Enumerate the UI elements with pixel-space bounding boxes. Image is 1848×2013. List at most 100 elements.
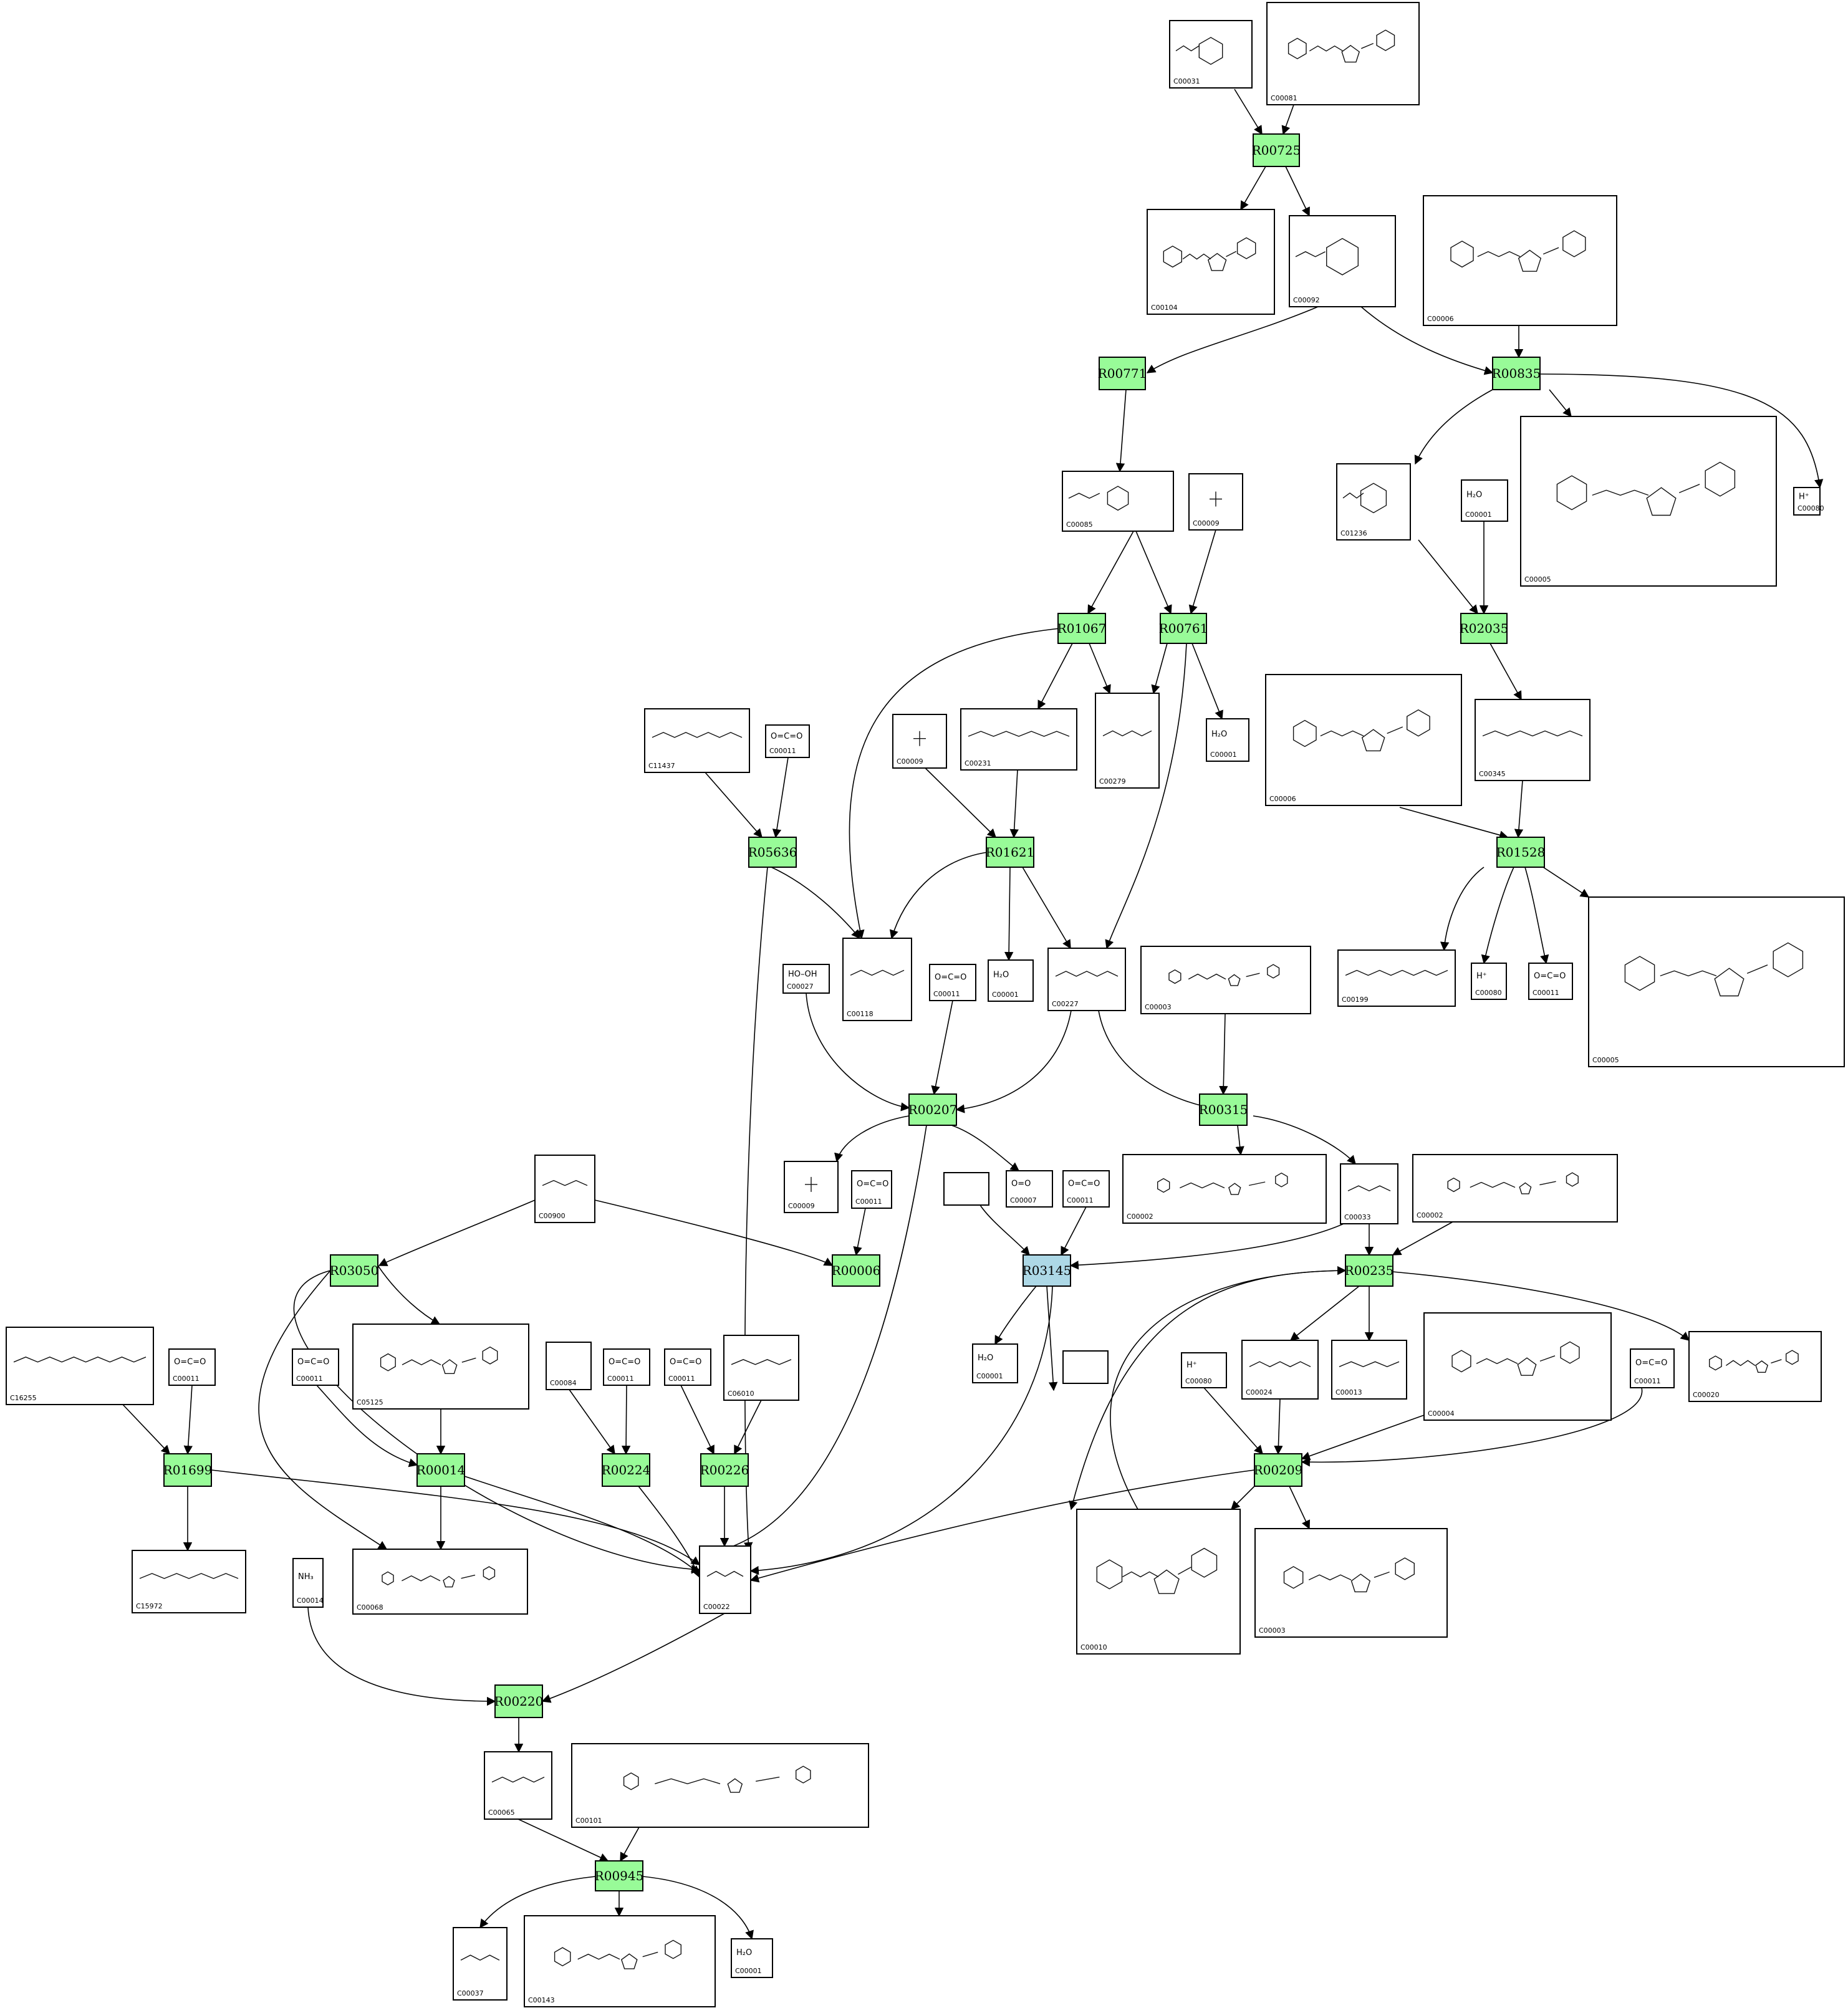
compound-node[interactable]: H⁺C00080 [1181, 1352, 1227, 1388]
compound-node[interactable]: C00227 [1047, 948, 1126, 1011]
reaction-node[interactable]: R00771 [1098, 357, 1147, 390]
compound-node[interactable]: H⁺C00080 [1793, 487, 1824, 516]
compound-node[interactable]: C06010 [723, 1335, 799, 1401]
compound-node[interactable]: C00009 [784, 1161, 839, 1213]
reaction-node[interactable]: R00220 [494, 1684, 544, 1718]
reaction-node[interactable]: R00209 [1254, 1453, 1303, 1487]
compound-node[interactable]: C00199 [1337, 949, 1456, 1007]
compound-node[interactable]: C05125 [352, 1324, 529, 1410]
compound-node[interactable]: H⁺C00080 [1471, 963, 1507, 1000]
reaction-node[interactable]: R00835 [1492, 357, 1541, 390]
compound-node[interactable]: C00085 [1062, 471, 1174, 532]
compound-node[interactable]: C01236 [1336, 463, 1411, 540]
reaction-node[interactable]: R01621 [986, 837, 1035, 868]
compound-node[interactable]: C00003 [1254, 1528, 1448, 1638]
compound-node[interactable]: C00005 [1588, 896, 1845, 1067]
compound-node[interactable] [943, 1172, 989, 1206]
compound-id: C00231 [965, 759, 991, 767]
reaction-node[interactable]: R00207 [908, 1093, 958, 1126]
reaction-node[interactable]: R00226 [700, 1453, 749, 1487]
reaction-label: R00006 [832, 1263, 881, 1278]
compound-node[interactable]: C00092 [1289, 215, 1396, 307]
compound-node[interactable]: C00002 [1122, 1154, 1327, 1224]
compound-node[interactable]: C00005 [1520, 416, 1777, 587]
reaction-node[interactable]: R03145 [1023, 1254, 1072, 1287]
reaction-node[interactable]: R00014 [416, 1453, 466, 1487]
compound-node[interactable]: C00118 [842, 938, 912, 1021]
compound-node[interactable]: C00020 [1688, 1331, 1822, 1402]
compound-box [132, 1550, 246, 1613]
compound-node[interactable]: C00010 [1076, 1509, 1241, 1655]
compound-node[interactable]: C00065 [484, 1751, 552, 1820]
compound-node[interactable]: C16255 [6, 1327, 154, 1405]
reaction-node[interactable]: R00761 [1159, 613, 1208, 644]
compound-box [1336, 463, 1411, 540]
reaction-node[interactable]: R00235 [1345, 1254, 1394, 1287]
compound-node[interactable] [1062, 1350, 1109, 1384]
compound-box [1076, 1509, 1241, 1655]
structure-drawing [1339, 1361, 1400, 1368]
reaction-node[interactable]: R00945 [595, 1860, 644, 1891]
compound-node[interactable]: C00900 [534, 1155, 595, 1223]
compound-node[interactable]: C00104 [1147, 209, 1275, 315]
reaction-node[interactable]: R00006 [832, 1254, 881, 1287]
reaction-node[interactable]: R00725 [1252, 133, 1301, 167]
compound-node[interactable]: C00009 [1188, 473, 1243, 531]
compound-node[interactable]: C00024 [1241, 1340, 1319, 1400]
compound-node[interactable]: C00068 [352, 1549, 528, 1615]
compound-node[interactable]: C15972 [132, 1550, 246, 1613]
compound-box [1528, 963, 1573, 1000]
reaction-node[interactable]: R01528 [1496, 837, 1546, 868]
compound-node[interactable]: C00101 [571, 1743, 869, 1828]
reaction-node[interactable]: R00224 [602, 1453, 651, 1487]
compound-node[interactable]: C00006 [1265, 674, 1462, 806]
compound-box [1006, 1170, 1053, 1208]
compound-node[interactable]: C11437 [644, 708, 750, 773]
compound-node[interactable]: C00143 [524, 1915, 716, 2007]
reaction-node[interactable]: R01699 [163, 1453, 213, 1487]
compound-node[interactable]: C00345 [1475, 699, 1591, 781]
compound-node[interactable]: C00084 [546, 1342, 592, 1390]
compound-node[interactable]: C00022 [699, 1545, 751, 1614]
compound-node[interactable]: C00033 [1340, 1163, 1398, 1224]
reaction-box [1496, 837, 1545, 868]
reaction-node[interactable]: R03050 [330, 1254, 379, 1287]
reaction-edge [1360, 306, 1494, 375]
reaction-node[interactable]: R02035 [1460, 613, 1509, 644]
compound-node[interactable]: C00231 [960, 708, 1077, 771]
compound-node[interactable]: C00031 [1169, 20, 1253, 89]
compound-node[interactable]: C00037 [453, 1927, 508, 2001]
compound-node[interactable]: C00006 [1423, 195, 1617, 326]
reaction-edge [1281, 104, 1294, 135]
compound-node[interactable]: C00081 [1266, 2, 1420, 105]
compound-node[interactable]: C00009 [892, 714, 947, 769]
reaction-node[interactable]: R00315 [1199, 1093, 1248, 1126]
reaction-node[interactable]: R05636 [748, 837, 797, 868]
reaction-node[interactable]: R01067 [1057, 613, 1107, 644]
compound-node[interactable]: C00003 [1140, 946, 1311, 1014]
reaction-edge [834, 1115, 910, 1163]
compound-node[interactable]: C00004 [1423, 1312, 1612, 1421]
reaction-label: R00220 [494, 1694, 544, 1709]
compound-node[interactable]: C00002 [1412, 1154, 1618, 1223]
compound-node[interactable]: C00279 [1095, 693, 1160, 789]
compound-node[interactable]: C00013 [1331, 1340, 1407, 1400]
